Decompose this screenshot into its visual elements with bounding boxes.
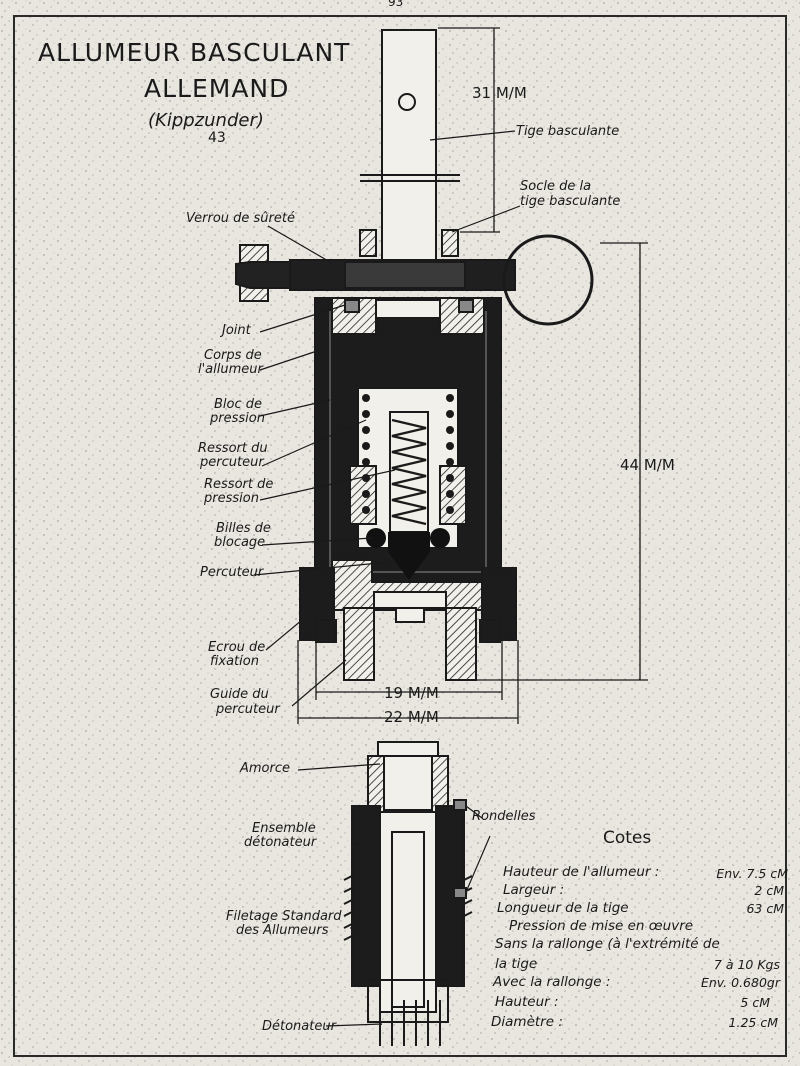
spec-value-1: 2 cM	[754, 883, 784, 898]
label-locking-balls-1: Billes de	[216, 521, 271, 536]
spec-value-7: 5 cM	[740, 995, 770, 1010]
spec-label-4: Sans la rallonge (à l'extrémité de	[495, 936, 720, 952]
title-model: 43	[208, 130, 226, 146]
label-thread-2: des Allumeurs	[236, 923, 329, 938]
label-socket-2: tige basculante	[520, 194, 621, 209]
dim-height-body: 44 M/M	[620, 456, 675, 474]
firing-pin-spring	[362, 394, 454, 514]
standard-thread	[343, 799, 473, 941]
label-socket-1: Socle de la	[520, 179, 592, 194]
safety-pin	[235, 234, 594, 326]
spec-label-2: Longueur de la tige	[497, 900, 629, 916]
label-detonator: Détonateur	[262, 1019, 336, 1034]
specs-heading: Cotes	[603, 828, 652, 848]
title-line2: ALLEMAND	[144, 74, 290, 103]
label-primer: Amorce	[240, 761, 291, 776]
label-locking-balls-2: blocage	[214, 535, 266, 550]
label-body-1: Corps de	[204, 348, 262, 363]
dim-height-top: 31 M/M	[472, 84, 527, 102]
spec-value-8: 1.25 cM	[728, 1015, 778, 1030]
label-pressure-block-1: Bloc de	[214, 397, 263, 412]
dim-width-outer: 22 M/M	[384, 708, 439, 726]
label-tilt-rod: Tige basculante	[516, 124, 620, 139]
rod-socket	[359, 229, 459, 257]
page-number: 93	[388, 0, 404, 9]
spec-label-8: Diamètre :	[491, 1014, 563, 1030]
spec-label-6: Avec la rallonge :	[493, 974, 611, 990]
pressure-spring	[391, 418, 427, 526]
spec-value-2: 63 cM	[746, 901, 784, 916]
label-pressure-spring-1: Ressort de	[204, 477, 274, 492]
locking-ball-right	[430, 528, 450, 548]
striker	[388, 532, 430, 580]
spec-label-7: Hauteur :	[495, 994, 559, 1010]
label-detonator-assembly-1: Ensemble	[252, 821, 316, 836]
spec-label-0: Hauteur de l'allumeur :	[503, 864, 660, 880]
tilt-rod	[360, 29, 460, 261]
locking-ball-left	[366, 528, 386, 548]
leader-lines	[253, 130, 521, 1027]
spec-value-5: 7 à 10 Kgs	[713, 957, 780, 972]
label-guide-1: Guide du	[210, 687, 269, 702]
label-striker: Percuteur	[200, 565, 264, 580]
page-border	[13, 15, 787, 1057]
detonator-assembly	[351, 741, 465, 1046]
label-nut-2: fixation	[210, 654, 259, 669]
title-line1: ALLUMEUR BASCULANT	[38, 38, 351, 67]
label-guide-2: percuteur	[216, 702, 280, 717]
label-firing-spring-1: Ressort du	[198, 441, 268, 456]
spec-label-3: Pression de mise en œuvre	[509, 918, 694, 934]
label-nut-1: Ecrou de	[208, 640, 266, 655]
spec-label-1: Largeur :	[503, 882, 565, 898]
label-detonator-assembly-2: détonateur	[244, 835, 317, 850]
dim-width-inner: 19 M/M	[384, 684, 439, 702]
spec-label-5: la tige	[495, 956, 538, 972]
label-washers: Rondelles	[472, 809, 536, 824]
label-firing-spring-2: percuteur	[200, 455, 264, 470]
label-safety-pin: Verrou de sûreté	[186, 211, 295, 226]
label-seal: Joint	[222, 323, 251, 338]
label-thread-1: Filetage Standard	[226, 909, 342, 924]
label-pressure-spring-2: pression	[204, 491, 259, 506]
label-body-2: l'allumeur	[198, 362, 263, 377]
title-subtitle: (Kippzunder)	[148, 110, 264, 131]
spec-value-0: Env. 7.5 cM	[716, 866, 788, 881]
spec-value-6: Env. 0.680gr	[700, 975, 780, 990]
dimension-lines	[297, 27, 648, 724]
label-pressure-block-2: pression	[210, 411, 265, 426]
